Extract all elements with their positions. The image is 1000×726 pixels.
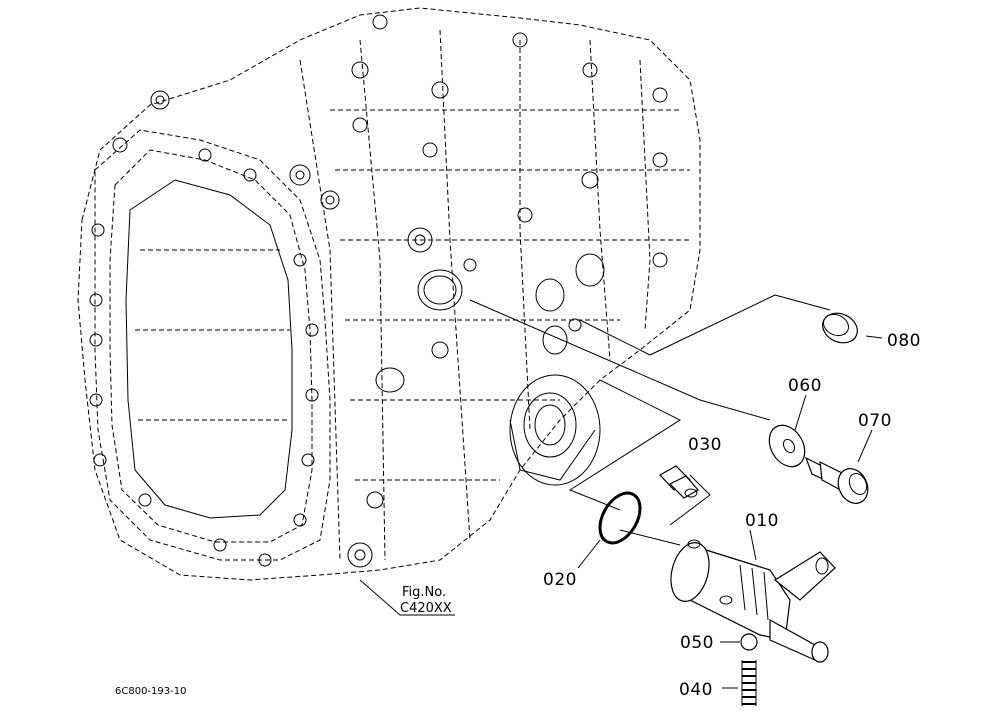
callout-010: 010 — [745, 511, 779, 531]
leader-lines — [359, 294, 883, 689]
callout-040: 040 — [679, 680, 713, 700]
part-040-spring — [741, 660, 757, 706]
callout-030: 030 — [688, 435, 722, 455]
part-050-ball — [740, 633, 758, 651]
part-080-plug — [822, 312, 858, 344]
figure-ref-label: Fig.No. — [402, 585, 446, 600]
part-060-washer — [768, 424, 806, 468]
callout-070: 070 — [858, 411, 892, 431]
document-id: 6C800-193-10 — [115, 686, 186, 697]
callout-080: 080 — [887, 331, 921, 351]
part-070-bolt — [804, 456, 869, 504]
figure-ref-number: C420XX — [400, 601, 452, 616]
callout-020: 020 — [543, 570, 577, 590]
part-030-pin — [659, 465, 699, 499]
transmission-housing — [77, 7, 701, 581]
callout-050: 050 — [680, 633, 714, 653]
callout-060: 060 — [788, 376, 822, 396]
part-010-valve — [670, 539, 836, 663]
part-020-o-ring — [598, 491, 642, 545]
